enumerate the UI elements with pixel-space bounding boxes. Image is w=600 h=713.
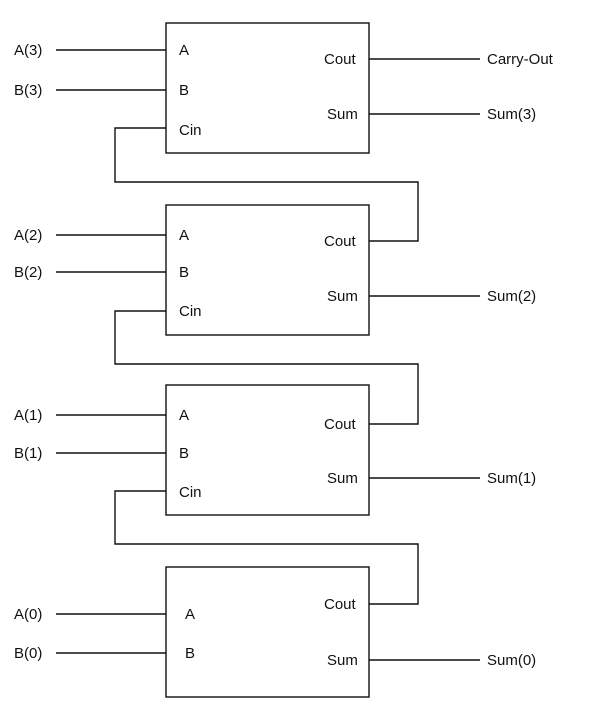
carry-wire-1-to-2 bbox=[114, 310, 419, 425]
port-sum-label-3: Sum bbox=[327, 106, 358, 123]
port-b-label-3: B bbox=[179, 82, 189, 99]
port-b-label-0: B bbox=[185, 645, 195, 662]
port-sum-label-2: Sum bbox=[327, 288, 358, 305]
carry-wire-0-to-1 bbox=[114, 490, 419, 605]
input-b-label-0: B(0) bbox=[14, 645, 42, 662]
input-a-label-2: A(2) bbox=[14, 227, 42, 244]
port-b-label-1: B bbox=[179, 445, 189, 462]
port-a-label-0: A bbox=[185, 606, 195, 623]
port-a-label-2: A bbox=[179, 227, 189, 244]
port-cout-label-3: Cout bbox=[324, 51, 357, 68]
sum-output-label-3: Sum(3) bbox=[487, 106, 536, 123]
adder-box-1 bbox=[165, 384, 370, 516]
port-cout-label-1: Cout bbox=[324, 416, 357, 433]
full-adder-3: A(3) B(3) A B Cin Cout Sum Carry-Out Sum… bbox=[14, 22, 554, 154]
carry-wire-2-to-3 bbox=[114, 127, 419, 242]
sum-output-label-2: Sum(2) bbox=[487, 288, 536, 305]
port-cout-label-2: Cout bbox=[324, 233, 357, 250]
port-cin-label-2: Cin bbox=[179, 303, 202, 320]
port-a-label-3: A bbox=[179, 42, 189, 59]
input-b-label-2: B(2) bbox=[14, 264, 42, 281]
port-a-label-1: A bbox=[179, 407, 189, 424]
adder-box-2 bbox=[165, 204, 370, 336]
carry-out-label: Carry-Out bbox=[487, 51, 554, 68]
port-sum-label-1: Sum bbox=[327, 470, 358, 487]
full-adder-2: A(2) B(2) A B Cin Cout Sum Sum(2) bbox=[14, 204, 536, 336]
full-adder-1: A(1) B(1) A B Cin Cout Sum Sum(1) bbox=[14, 384, 536, 516]
port-cout-label-0: Cout bbox=[324, 596, 357, 613]
input-a-label-3: A(3) bbox=[14, 42, 42, 59]
port-cin-label-3: Cin bbox=[179, 122, 202, 139]
port-cin-label-1: Cin bbox=[179, 484, 202, 501]
full-adder-0: A(0) B(0) A B Cout Sum Sum(0) bbox=[14, 566, 536, 698]
port-sum-label-0: Sum bbox=[327, 652, 358, 669]
sum-output-label-1: Sum(1) bbox=[487, 470, 536, 487]
adder-box-3 bbox=[165, 22, 370, 154]
adder-box-0 bbox=[165, 566, 370, 698]
sum-output-label-0: Sum(0) bbox=[487, 652, 536, 669]
input-b-label-1: B(1) bbox=[14, 445, 42, 462]
input-a-label-0: A(0) bbox=[14, 606, 42, 623]
port-b-label-2: B bbox=[179, 264, 189, 281]
input-a-label-1: A(1) bbox=[14, 407, 42, 424]
input-b-label-3: B(3) bbox=[14, 82, 42, 99]
